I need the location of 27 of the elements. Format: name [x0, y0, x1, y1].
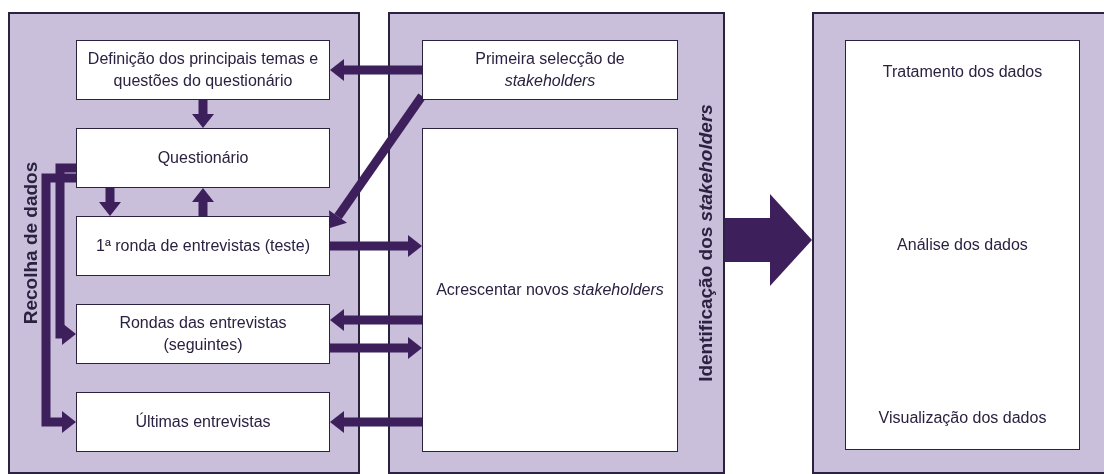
block-arrow [725, 194, 812, 286]
arrow [330, 235, 422, 257]
step-box: Últimas entrevistas [76, 392, 330, 452]
step-box: Acrescentar novos stakeholders [422, 128, 678, 452]
arrow [330, 59, 422, 81]
arrow [330, 411, 422, 433]
step-box: 1ª ronda de entrevistas (teste) [76, 216, 330, 276]
panel-text: Visualização dos dados [878, 409, 1047, 427]
arrow [99, 188, 121, 216]
step-box: Definição dos principais temas e questões do questionário [76, 40, 330, 100]
panel-text: Análise dos dados [897, 236, 1028, 254]
panel-title: Identificação dos stakeholders [695, 104, 717, 382]
arrow [192, 188, 214, 216]
step-box: Primeira selecção de stakeholders [422, 40, 678, 100]
arrow [41, 173, 76, 433]
arrow [330, 309, 422, 331]
group-panel [8, 12, 360, 474]
step-box: Questionário [76, 128, 330, 188]
arrow [55, 163, 76, 345]
arrow [192, 100, 214, 128]
arrow [329, 93, 426, 228]
step-box: Rondas das entrevistas (seguintes) [76, 304, 330, 364]
group-panel [812, 12, 1104, 474]
panel-text: Tratamento dos dados [882, 63, 1043, 81]
panel-title: Recolha de dados [20, 161, 42, 325]
group-panel [388, 12, 725, 474]
arrow [330, 337, 422, 359]
